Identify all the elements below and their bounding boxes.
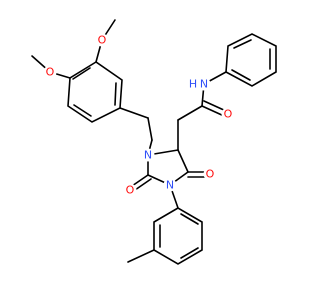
atom-label-methoxy-oxygen-top: O	[95, 33, 109, 47]
dimethoxyphenyl-ring	[67, 61, 123, 123]
bond-c2-o-b	[134, 178, 152, 191]
tolyl-double-2	[180, 247, 199, 259]
tolyl-ring	[153, 207, 203, 265]
structure-canvas: O O N H O N O O N	[31, 19, 277, 265]
phenyl-double-3	[231, 69, 251, 81]
atom-o-text: O	[126, 184, 135, 197]
atom-n-text: N	[166, 179, 174, 192]
atom-label-ring-nitrogen-3: N	[141, 148, 155, 162]
atom-h-text: H	[189, 78, 197, 91]
bond-c4-c5	[177, 149, 189, 173]
bond-ch2-carbonyl	[177, 105, 203, 121]
atom-n-text: N	[144, 149, 152, 162]
atom-o-text: O	[98, 34, 107, 47]
bond-amide-co-b	[203, 100, 227, 112]
bond-tolyl-methyl	[127, 249, 155, 263]
atom-o-text: O	[224, 108, 233, 121]
bond-c2-o-a	[131, 174, 149, 187]
atom-label-methoxy-oxygen-left: O	[43, 65, 57, 79]
atom-label-amide-carbonyl-oxygen: O	[221, 107, 235, 121]
bond-ch2-ch2	[147, 117, 153, 141]
bond-aryl-ch2	[119, 107, 149, 119]
atom-label-ring-carbonyl-oxygen-left: O	[123, 183, 137, 197]
phenyl-ring	[225, 33, 277, 87]
dimethoxyphenyl-double-1	[72, 67, 91, 80]
atom-label-ring-carbonyl-oxygen-right: O	[203, 167, 217, 181]
atom-label-amide-hydrogen: H	[187, 78, 199, 91]
molecule-structure-diagram: O O N H O N O O N	[31, 19, 277, 265]
atom-n-text: N	[200, 78, 208, 91]
atom-o-text: O	[46, 66, 55, 79]
phenyl-double-1	[233, 39, 252, 49]
atom-label-amide-nitrogen: N	[197, 77, 211, 91]
dimethoxyphenyl-double-3	[114, 82, 117, 106]
atom-o-text: O	[206, 168, 215, 181]
atom-label-ring-nitrogen-1: N	[163, 178, 177, 192]
dimethoxyphenyl-double-2	[73, 104, 92, 117]
tolyl-double-3	[180, 213, 199, 225]
bond-amide-co-a	[201, 105, 225, 117]
